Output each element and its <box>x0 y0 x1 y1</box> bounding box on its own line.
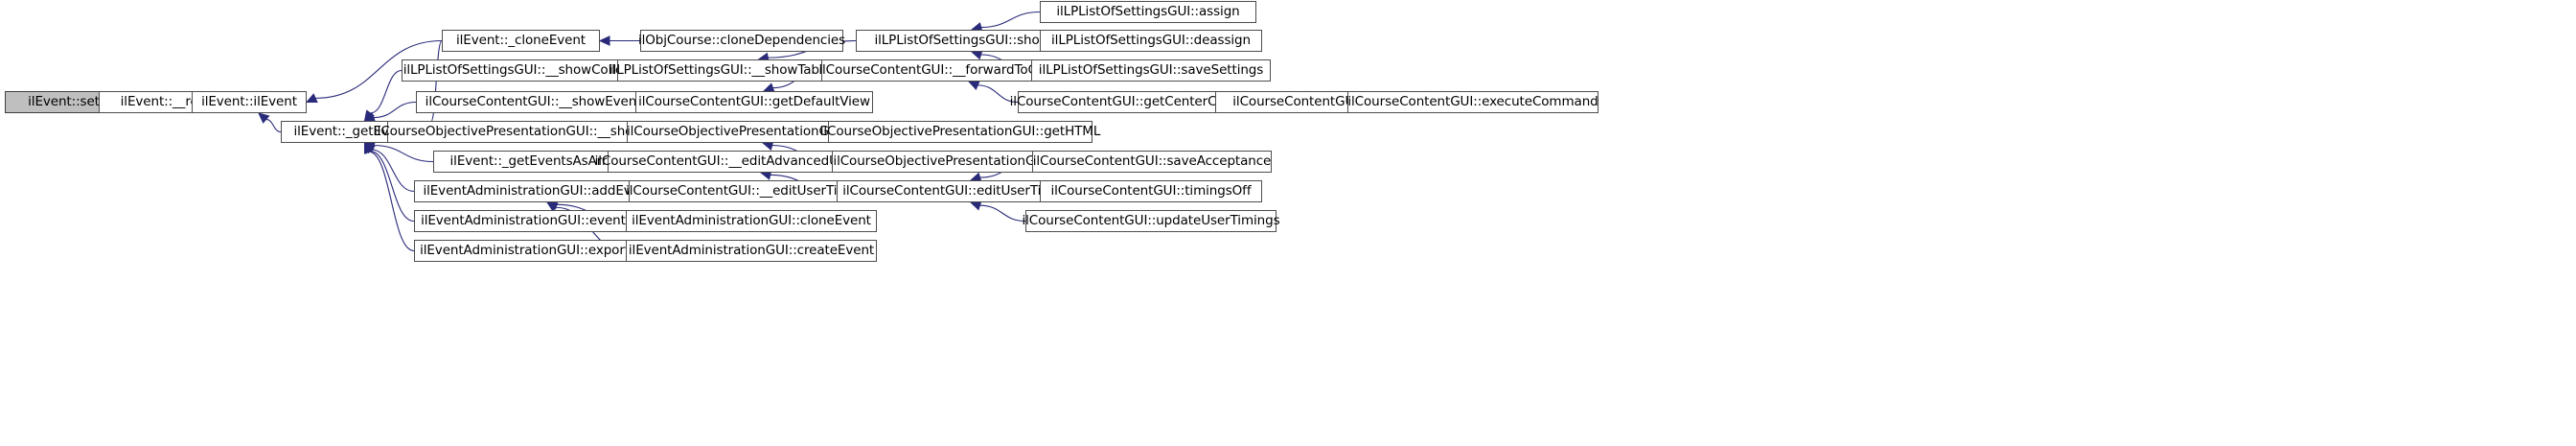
graph-node-n19[interactable]: ilEventAdministrationGUI::createEvent <box>626 240 877 262</box>
edge-arrowhead <box>967 81 980 91</box>
graph-node-n20[interactable]: ilLPListOfSettingsGUI::show <box>856 30 1069 52</box>
graph-node-n23[interactable]: ilCourseObjectivePresentationGUI::reset <box>832 151 1091 173</box>
graph-edge <box>374 145 434 163</box>
graph-node-n2[interactable]: ilEvent::ilEvent <box>192 91 307 113</box>
graph-node-n16[interactable]: ilCourseContentGUI::__editAdvancedUserTi… <box>595 151 908 173</box>
edge-arrowhead <box>363 109 376 122</box>
edge-arrowhead <box>363 141 374 154</box>
graph-edge <box>370 69 402 114</box>
edge-arrowhead <box>363 141 375 154</box>
graph-node-n33[interactable]: ilCourseContentGUI::executeCommand <box>1347 91 1598 113</box>
graph-edge <box>369 150 415 223</box>
graph-node-n30[interactable]: ilCourseContentGUI::timingsOff <box>1040 180 1262 202</box>
graph-edge <box>980 11 1041 29</box>
graph-edge <box>371 149 415 193</box>
graph-node-n7[interactable]: ilCourseObjectivePresentationGUI::__show… <box>374 121 699 143</box>
graph-node-n22[interactable]: ilCourseObjectivePresentationGUI::getHTM… <box>820 121 1100 143</box>
graph-node-n27[interactable]: ilLPListOfSettingsGUI::saveSettings <box>1031 59 1271 82</box>
graph-edge <box>265 118 282 133</box>
graph-node-n4[interactable]: ilEvent::_cloneEvent <box>442 30 600 52</box>
edge-arrowhead <box>598 35 610 46</box>
graph-node-n13[interactable]: ilLPListOfSettingsGUI::__showTablesByMod… <box>610 59 888 82</box>
graph-node-n18[interactable]: ilEventAdministrationGUI::cloneEvent <box>626 210 877 232</box>
graph-edge <box>979 204 1026 223</box>
graph-node-n9[interactable]: ilEventAdministrationGUI::addEvent <box>414 180 661 202</box>
graph-node-n15[interactable]: ilCourseObjectivePresentationGUI::view <box>627 121 880 143</box>
graph-node-n21[interactable]: ilCourseContentGUI::__forwardToColumnGUI <box>818 59 1100 82</box>
edge-arrowhead <box>969 200 982 211</box>
edge-arrowhead <box>305 93 318 104</box>
graph-node-n6[interactable]: ilCourseContentGUI::__showEvents <box>416 91 657 113</box>
graph-node-n8[interactable]: ilEvent::_getEventsAsArray <box>433 151 639 173</box>
graph-node-n25[interactable]: ilLPListOfSettingsGUI::assign <box>1040 1 1256 23</box>
graph-node-n29[interactable]: ilCourseContentGUI::saveAcceptance <box>1032 151 1272 173</box>
edge-arrowhead <box>363 142 376 154</box>
graph-node-n24[interactable]: ilCourseContentGUI::editUserTimings <box>837 180 1086 202</box>
edge-arrowhead <box>258 112 270 124</box>
graph-edge <box>373 101 417 119</box>
graph-node-n10[interactable]: ilEventAdministrationGUI::eventsList <box>414 210 661 232</box>
graph-edge <box>368 151 415 252</box>
graph-node-n26[interactable]: ilLPListOfSettingsGUI::deassign <box>1040 30 1262 52</box>
graph-node-n14[interactable]: ilCourseContentGUI::getDefaultView <box>635 91 873 113</box>
graph-node-n11[interactable]: ilEventAdministrationGUI::exportCSV <box>414 240 661 262</box>
graph-node-n31[interactable]: ilCourseContentGUI::updateUserTimings <box>1022 210 1280 232</box>
graph-node-n17[interactable]: ilCourseContentGUI::__editUserTimings <box>626 180 876 202</box>
graph-node-n12[interactable]: ilObjCourse::cloneDependencies <box>638 30 845 52</box>
